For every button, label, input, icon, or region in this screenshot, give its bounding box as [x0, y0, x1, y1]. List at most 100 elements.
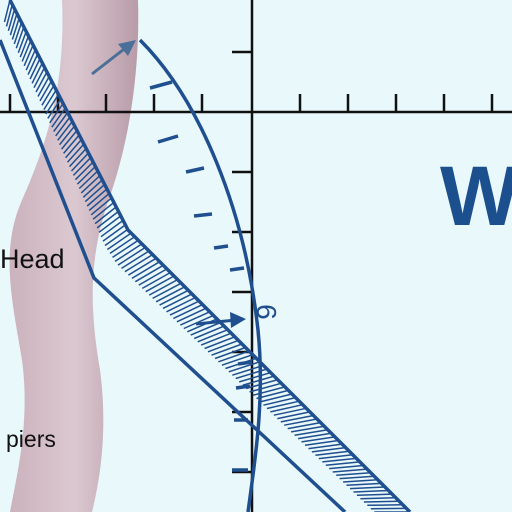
hatch-line [315, 450, 350, 457]
hatch-line [308, 443, 343, 450]
hatch-line [96, 210, 119, 229]
hatch-line [63, 134, 80, 154]
arc-tick [213, 244, 229, 250]
hatch-line [336, 471, 371, 477]
hatch-line [343, 479, 378, 483]
hatch-line [301, 436, 336, 443]
hatch-line [232, 364, 264, 376]
hatch-line [90, 197, 113, 216]
hatch-line [197, 329, 228, 343]
hatch-line [124, 253, 153, 273]
hatch-line [311, 446, 346, 453]
hatch-line [148, 278, 178, 296]
hatch-line [134, 264, 164, 283]
hatch-line [249, 382, 282, 393]
hatch-line [33, 67, 46, 89]
hatch-line [179, 311, 211, 326]
hatch-line [7, 8, 16, 32]
hatched-band-edge-upper [8, 0, 412, 512]
hatch-line [169, 300, 200, 316]
hatch-line [221, 353, 253, 366]
hatch-line [25, 49, 37, 71]
hatch-line [57, 121, 73, 141]
hatch-line [66, 143, 85, 163]
hatch-line [5, 4, 14, 27]
hatch-line [211, 343, 243, 356]
hatch-line [304, 439, 339, 447]
hatch-line [141, 271, 171, 290]
hatch-line [173, 303, 203, 320]
hatch-line [100, 219, 124, 238]
hatch-line [207, 339, 239, 353]
hatch-line [53, 112, 69, 132]
arrow-icon [91, 40, 136, 76]
hatch-line [72, 156, 92, 176]
hatched-band-edge-lower [0, 39, 347, 512]
hatch-line [109, 236, 136, 255]
hatch-line [49, 103, 64, 124]
hatch-line [297, 432, 332, 440]
hatch-line [263, 396, 296, 406]
hatch-line [242, 375, 275, 386]
hatch-line [353, 489, 389, 493]
hatch-line [325, 461, 360, 467]
hatch-line [112, 239, 139, 259]
arc-tick [237, 360, 253, 366]
hatch-line [349, 486, 386, 490]
hatched-band [0, 0, 412, 512]
hatch-line [294, 429, 328, 436]
hatch-line [65, 139, 83, 159]
hatch-line [3, 0, 11, 23]
hatch-line [59, 125, 76, 146]
horizontal-axis-ticks [8, 94, 494, 112]
hatch-line [266, 400, 300, 410]
hatch-line [74, 161, 94, 181]
hatch-line [166, 296, 196, 313]
hatch-line [13, 22, 23, 45]
head-label: Head [0, 244, 65, 274]
hatch-line [76, 165, 96, 185]
hatch-line [82, 179, 103, 198]
hatch-line [204, 336, 236, 350]
hatch-line [360, 496, 396, 500]
arrow-icon [195, 312, 246, 328]
hatch-line [162, 293, 193, 310]
hatch-line [190, 321, 221, 336]
hatch-line [92, 201, 115, 220]
arc-tick [235, 384, 251, 390]
hatch-line [238, 371, 271, 383]
hatch-line [318, 454, 353, 460]
hatch-line [121, 250, 150, 270]
hatch-line [284, 418, 318, 426]
hatch-line [114, 243, 143, 263]
hatch-line [322, 457, 357, 463]
hatch-line [35, 71, 48, 93]
hatch-line [31, 62, 43, 84]
hatch-line [11, 17, 20, 40]
hatch-line [104, 228, 129, 247]
hatch-line [98, 215, 122, 233]
hatch-line [270, 403, 303, 413]
hatch-line [106, 232, 132, 251]
hatch-line [363, 500, 400, 503]
hatch-line [39, 80, 53, 102]
hatch-line [68, 147, 87, 168]
hatch-line [88, 192, 110, 211]
hatch-line [117, 246, 146, 266]
hatch-line [159, 289, 189, 306]
hatch-line [51, 107, 67, 128]
hatch-line [80, 174, 101, 194]
big-letter: W [440, 149, 512, 243]
hatch-line [9, 13, 18, 36]
hatch-line [346, 482, 382, 487]
hatch-line [138, 268, 168, 286]
hatch-line [290, 425, 325, 433]
hatch-line [55, 116, 71, 137]
hatch-line [70, 152, 90, 172]
hatch-line [332, 468, 368, 473]
hatch-line [45, 94, 60, 115]
rotated-number: 9 [251, 304, 282, 320]
hatch-line [94, 206, 117, 225]
hatch-line [47, 98, 62, 119]
